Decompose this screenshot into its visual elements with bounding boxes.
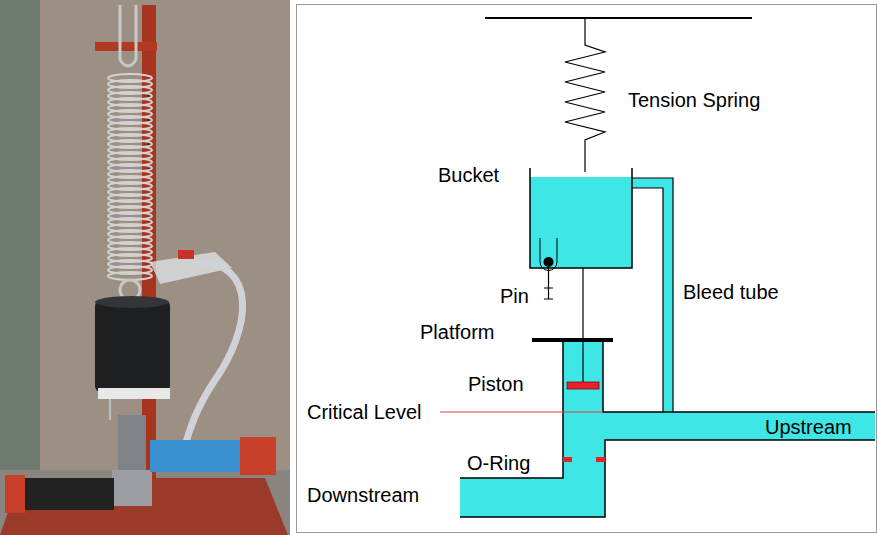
part-label-holder: Bleed tube	[683, 281, 779, 303]
bucket-water	[530, 177, 632, 268]
cardboard	[40, 0, 290, 470]
pipe-cap	[5, 475, 25, 513]
ceiling	[485, 17, 752, 19]
hook	[120, 5, 136, 66]
photo-downstream-pipe	[22, 478, 114, 510]
photo	[0, 0, 290, 535]
part-label: Upstream	[765, 416, 852, 438]
tension-spring	[565, 18, 605, 172]
pin-ball	[544, 257, 554, 267]
photo-bucket	[95, 300, 170, 392]
part-label: Critical Level	[307, 401, 421, 423]
rod	[582, 342, 583, 382]
bleed-tube-wall	[632, 178, 673, 412]
spring-photo	[108, 74, 152, 280]
photo-elbow	[112, 470, 152, 506]
rod	[582, 268, 583, 382]
part-label-holder: Critical Level	[307, 401, 421, 423]
part-label: O-Ring	[467, 452, 530, 474]
part-label-holder: Bucket	[438, 164, 499, 186]
photo-ground	[0, 0, 290, 535]
stand-arm	[95, 42, 157, 51]
o-ring	[563, 457, 572, 462]
part-label: Piston	[468, 373, 524, 395]
photo-bleed-tube	[185, 262, 243, 445]
photo-cylinder	[118, 415, 146, 477]
part-label-holder: Pin	[500, 285, 529, 307]
bucket-wall	[530, 168, 632, 268]
o-ring	[596, 457, 605, 462]
part-label-holder: Piston	[468, 373, 524, 395]
pipe-cap	[240, 437, 276, 475]
wall	[0, 0, 40, 470]
panel-border	[297, 5, 877, 533]
part-label: Bleed tube	[683, 281, 779, 303]
piston	[567, 382, 599, 389]
pin	[544, 267, 553, 299]
pin-holder	[540, 238, 557, 271]
photo-upstream-pipe	[150, 440, 242, 472]
schematic	[297, 5, 877, 533]
bleed-tube-water	[663, 178, 673, 414]
part-label-holder: Upstream	[765, 416, 852, 438]
part-label-holder: Downstream	[307, 484, 419, 506]
platform	[532, 338, 613, 342]
part-label: Downstream	[307, 484, 419, 506]
part-label-holder: Tension Spring	[628, 89, 760, 111]
critical-level-line	[440, 411, 603, 412]
bucket-rim	[95, 296, 169, 308]
part-label: Platform	[420, 321, 494, 343]
part-label-holder: O-Ring	[467, 452, 530, 474]
pin-rod	[109, 399, 111, 420]
photo-platform	[98, 388, 170, 399]
part-label: Pin	[500, 285, 529, 307]
part-label-holder: Platform	[420, 321, 494, 343]
pipe-wall	[460, 342, 875, 517]
floor	[0, 470, 290, 535]
valve	[178, 250, 194, 259]
pipe-water	[460, 342, 875, 517]
part-label: Tension Spring	[628, 89, 760, 111]
part-label: Bucket	[438, 164, 499, 186]
